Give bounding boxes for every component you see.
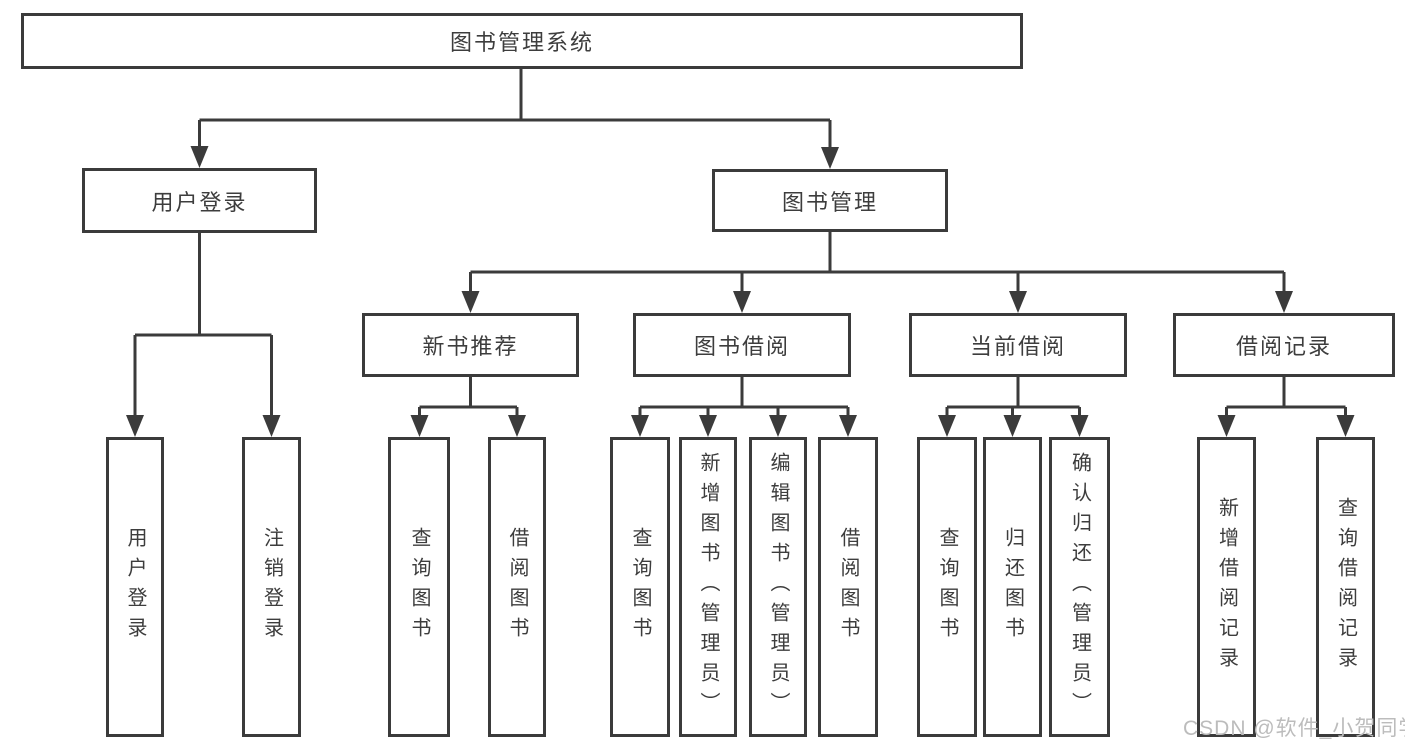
connector-book-management-to-level3	[469, 232, 1286, 292]
leaf-borrowing-query-books-label: 查询图书	[629, 527, 651, 647]
connector-book-borrowing-to-leaves	[638, 377, 850, 416]
arrowhead	[699, 415, 717, 437]
leaf-borrowing-edit-books-admin: 编辑图书（管理员）	[749, 437, 807, 737]
leaf-current-query-books: 查询图书	[917, 437, 977, 737]
arrowhead	[1003, 415, 1022, 437]
node-user-login: 用户登录	[82, 168, 317, 233]
leaf-current-confirm-return-admin: 确认归还（管理员）	[1049, 437, 1110, 737]
arrowhead	[126, 415, 144, 437]
node-library-management-system-label: 图书管理系统	[449, 30, 594, 55]
arrowhead	[508, 415, 526, 437]
arrowhead	[1275, 291, 1293, 313]
leaf-records-query-record: 查询借阅记录	[1316, 437, 1375, 737]
arrowhead	[1217, 415, 1236, 437]
arrowhead	[1009, 291, 1027, 313]
arrowhead	[1070, 415, 1089, 437]
arrowhead	[733, 291, 751, 313]
arrowhead	[769, 415, 787, 437]
leaf-borrowing-add-books-admin: 新增图书（管理员）	[679, 437, 737, 737]
arrowhead	[938, 415, 956, 437]
arrowhead	[461, 291, 480, 313]
connector-borrowing-records-to-leaves	[1225, 377, 1347, 416]
leaf-records-query-record-label: 查询借阅记录	[1334, 497, 1357, 677]
connector-current-borrowing-to-leaves	[945, 377, 1081, 416]
leaf-recommend-query-books: 查询图书	[388, 437, 450, 737]
leaf-borrowing-borrow-books-label: 借阅图书	[837, 527, 859, 647]
leaf-recommend-query-books-label: 查询图书	[408, 527, 430, 647]
connector-user-login-to-leaves	[133, 233, 273, 416]
leaf-current-return-books: 归还图书	[983, 437, 1042, 737]
leaf-current-query-books-label: 查询图书	[936, 527, 958, 647]
leaf-current-return-books-label: 归还图书	[1001, 527, 1024, 647]
leaf-logout-label: 注销登录	[260, 527, 283, 647]
arrowhead	[821, 147, 839, 169]
arrowhead	[1336, 415, 1355, 437]
node-borrowing-records: 借阅记录	[1173, 313, 1395, 377]
node-book-management: 图书管理	[712, 169, 948, 232]
arrowhead	[631, 415, 649, 437]
node-current-borrowing-label: 当前借阅	[969, 334, 1066, 359]
leaf-user-login-label: 用户登录	[124, 527, 146, 647]
node-book-borrowing: 图书借阅	[633, 313, 851, 377]
leaf-recommend-borrow-books-label: 借阅图书	[506, 527, 528, 647]
arrowhead	[262, 415, 281, 437]
node-book-borrowing-label: 图书借阅	[693, 334, 790, 359]
leaf-borrowing-borrow-books: 借阅图书	[818, 437, 878, 737]
node-new-book-recommend-label: 新书推荐	[422, 334, 519, 359]
watermark: CSDN @软件_小贺同学	[1183, 717, 1405, 740]
node-user-login-label: 用户登录	[151, 189, 248, 215]
leaf-logout: 注销登录	[242, 437, 301, 737]
leaf-recommend-borrow-books: 借阅图书	[488, 437, 546, 737]
node-borrowing-records-label: 借阅记录	[1235, 334, 1332, 359]
leaf-borrowing-query-books: 查询图书	[610, 437, 670, 737]
connector-new-book-recommend-to-leaves	[418, 377, 519, 416]
arrowhead	[190, 146, 209, 168]
connector-root-to-level2	[198, 69, 832, 148]
leaf-user-login: 用户登录	[106, 437, 164, 737]
node-book-management-label: 图书管理	[781, 189, 878, 215]
node-current-borrowing: 当前借阅	[909, 313, 1127, 377]
arrowhead	[839, 415, 857, 437]
leaf-records-add-record: 新增借阅记录	[1197, 437, 1256, 737]
leaf-borrowing-add-books-admin-label: 新增图书（管理员）	[697, 452, 719, 722]
node-new-book-recommend: 新书推荐	[362, 313, 579, 377]
arrowhead	[410, 415, 429, 437]
node-library-management-system: 图书管理系统	[21, 13, 1023, 69]
leaf-current-confirm-return-admin-label: 确认归还（管理员）	[1068, 452, 1091, 722]
leaf-records-add-record-label: 新增借阅记录	[1215, 497, 1238, 677]
leaf-borrowing-edit-books-admin-label: 编辑图书（管理员）	[767, 452, 789, 722]
